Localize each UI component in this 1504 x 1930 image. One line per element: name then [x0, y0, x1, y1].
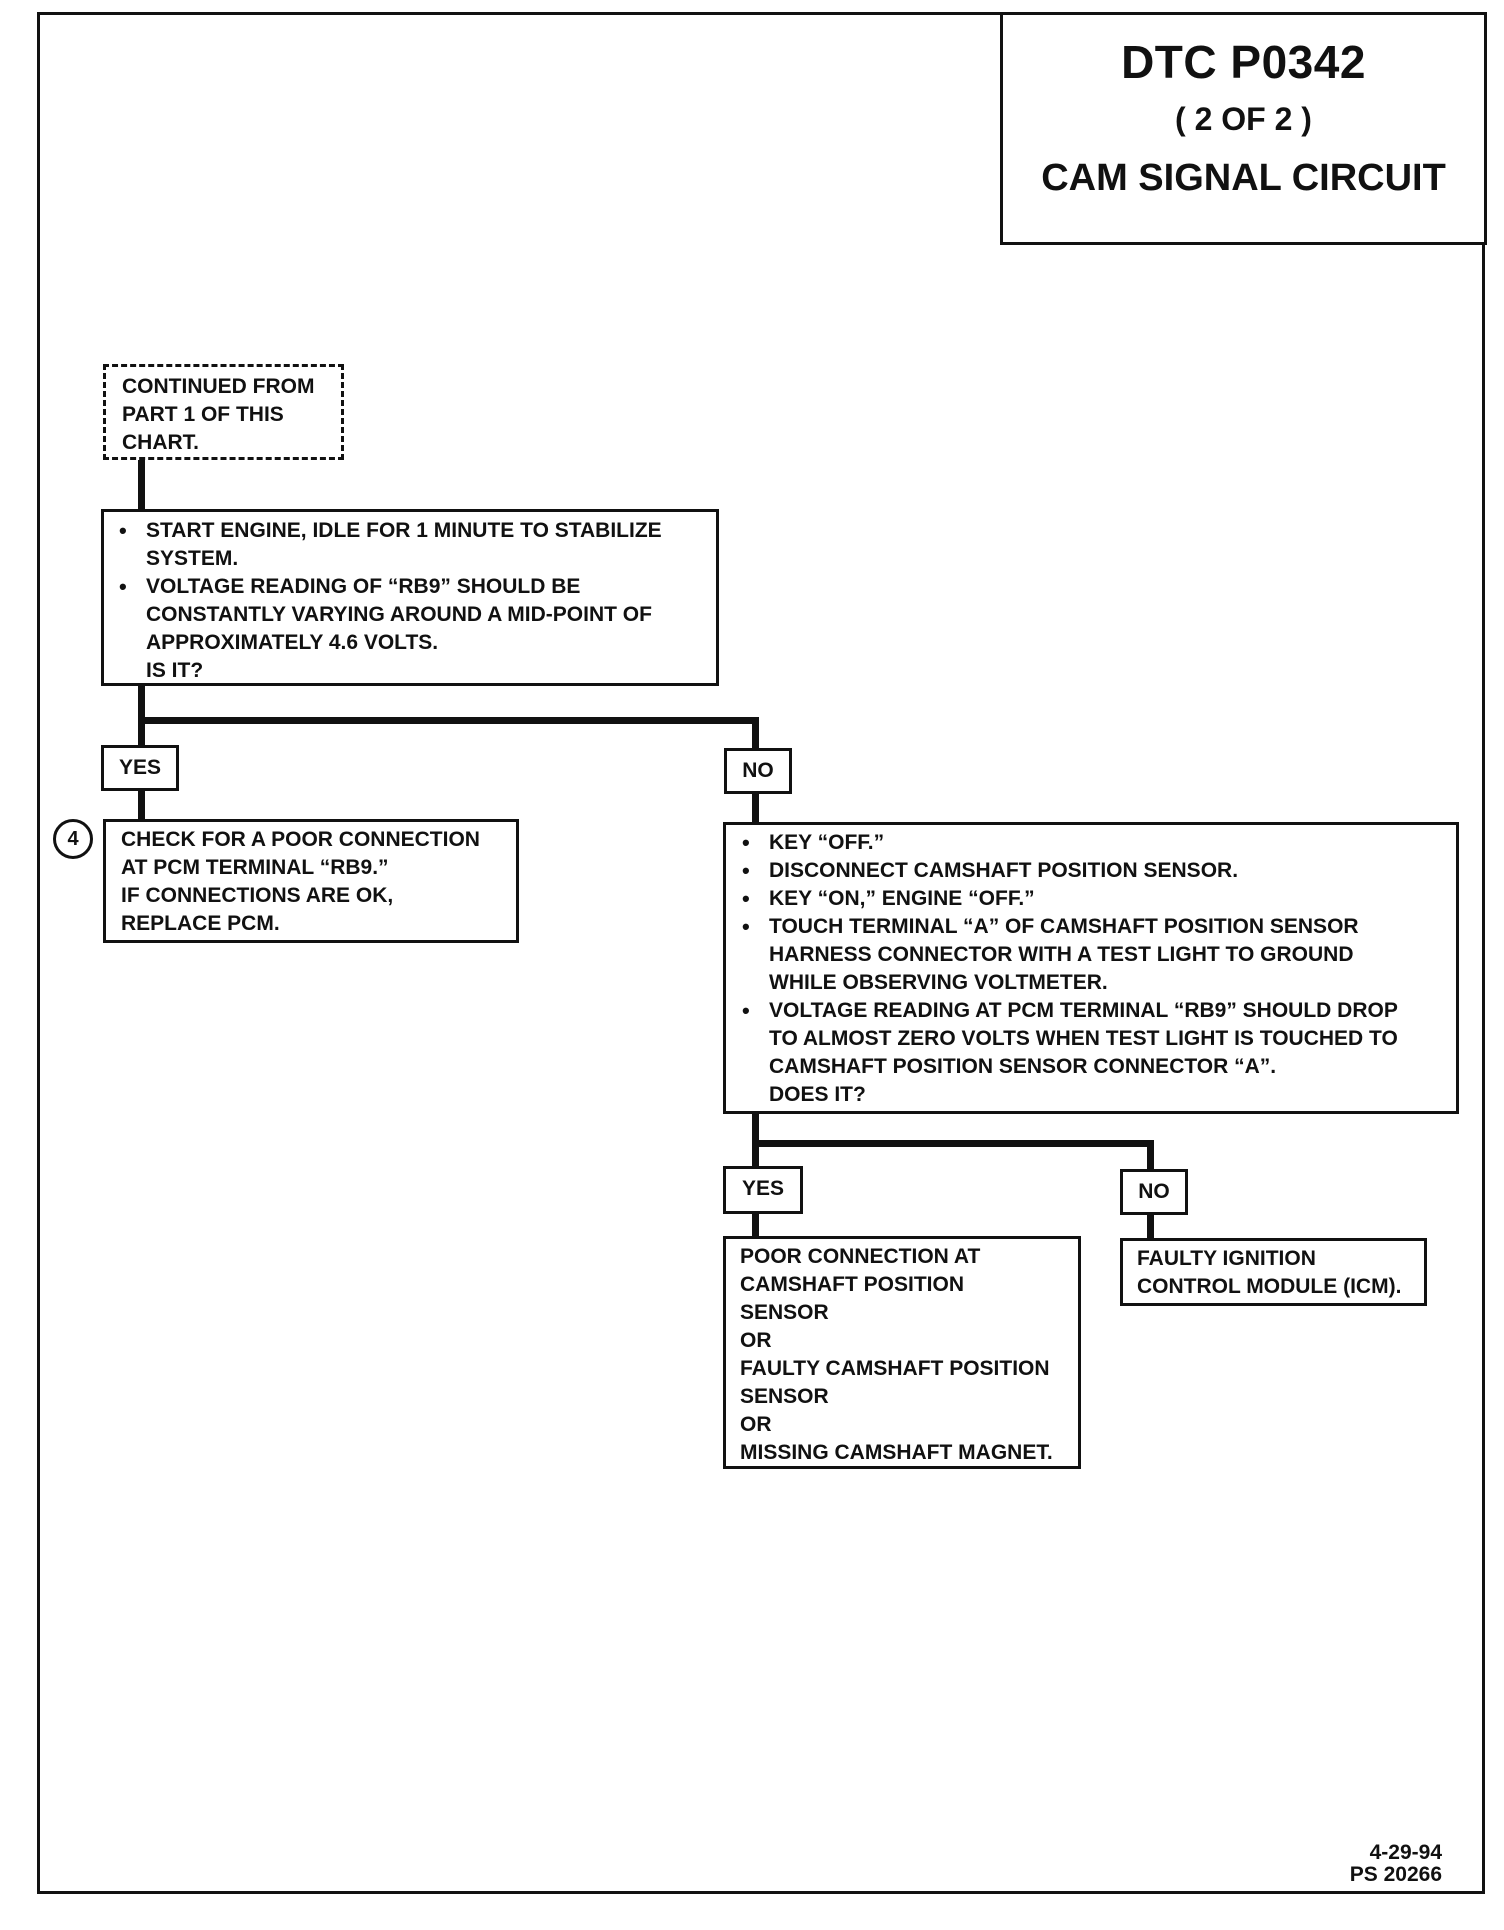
step-number-badge: 4 — [53, 819, 93, 859]
step2-bullet: KEY “ON,” ENGINE “OFF.” — [735, 885, 1450, 913]
yes-result2-line: POOR CONNECTION AT — [740, 1245, 981, 1268]
step1-box: START ENGINE, IDLE FOR 1 MINUTE TO STABI… — [101, 509, 719, 686]
chart-title: DTC P0342 — [1121, 36, 1366, 88]
yes-result2-line: CAMSHAFT POSITION — [740, 1273, 964, 1296]
connector-line — [1147, 1215, 1154, 1239]
no-label-2: NO — [1120, 1169, 1188, 1215]
footer-code: PS 20266 — [1349, 1863, 1442, 1886]
step2-bullet: TOUCH TERMINAL “A” OF CAMSHAFT POSITION … — [735, 913, 1450, 997]
yes-label-2: YES — [723, 1166, 803, 1214]
connector-line — [138, 686, 145, 746]
step2-bullet: DISCONNECT CAMSHAFT POSITION SENSOR. — [735, 857, 1450, 885]
continued-line: CONTINUED FROM — [122, 375, 315, 398]
yes-result2-line: FAULTY CAMSHAFT POSITION — [740, 1357, 1050, 1380]
step2-bullet: KEY “OFF.” — [735, 829, 1450, 857]
yes-result2-line: SENSOR — [740, 1385, 829, 1408]
connector-line — [752, 1214, 759, 1237]
no-result2-line: FAULTY IGNITION — [1137, 1247, 1316, 1270]
yes-result-line: IF CONNECTIONS ARE OK, — [121, 884, 394, 907]
page-border-top — [37, 12, 1001, 15]
step1-bullet: START ENGINE, IDLE FOR 1 MINUTE TO STABI… — [112, 517, 708, 573]
step2-box: KEY “OFF.” DISCONNECT CAMSHAFT POSITION … — [723, 822, 1459, 1114]
connector-line — [138, 460, 145, 510]
yes-label: YES — [101, 745, 179, 791]
footer-date: 4-29-94 — [1369, 1841, 1442, 1864]
step2-question: DOES IT? — [769, 1083, 866, 1106]
connector-line — [752, 794, 759, 822]
no-result2-line: CONTROL MODULE (ICM). — [1137, 1275, 1402, 1298]
continued-line: CHART. — [122, 431, 199, 454]
yes-result2-line: OR — [740, 1413, 772, 1436]
step2-bullet: VOLTAGE READING AT PCM TERMINAL “RB9” SH… — [735, 997, 1450, 1081]
connector-line — [752, 717, 759, 749]
no-label: NO — [724, 748, 792, 794]
page-border — [37, 12, 1485, 1894]
yes-result-line: REPLACE PCM. — [121, 912, 280, 935]
yes-result-box: CHECK FOR A POOR CONNECTION AT PCM TERMI… — [103, 819, 519, 943]
continued-line: PART 1 OF THIS — [122, 403, 284, 426]
yes-result2-line: OR — [740, 1329, 772, 1352]
step1-bullet: VOLTAGE READING OF “RB9” SHOULD BE CONST… — [112, 573, 708, 657]
connector-line — [138, 717, 759, 724]
connector-line — [752, 1140, 1154, 1147]
yes-result-line: AT PCM TERMINAL “RB9.” — [121, 856, 389, 879]
yes-result2-line: MISSING CAMSHAFT MAGNET. — [740, 1441, 1053, 1464]
footer-stamp: 4-29-94 PS 20266 — [1350, 1842, 1442, 1886]
connector-line — [1147, 1140, 1154, 1171]
yes-result2-line: SENSOR — [740, 1301, 829, 1324]
connector-line — [138, 791, 145, 819]
yes-result2-box: POOR CONNECTION AT CAMSHAFT POSITION SEN… — [723, 1236, 1081, 1469]
continued-from-box: CONTINUED FROM PART 1 OF THIS CHART. — [103, 364, 344, 460]
no-result2-box: FAULTY IGNITION CONTROL MODULE (ICM). — [1120, 1238, 1427, 1306]
chart-part: ( 2 OF 2 ) — [1175, 101, 1312, 137]
yes-result-line: CHECK FOR A POOR CONNECTION — [121, 828, 480, 851]
step1-question: IS IT? — [146, 659, 204, 682]
chart-subtitle: CAM SIGNAL CIRCUIT — [1041, 157, 1446, 199]
title-block: DTC P0342 ( 2 OF 2 ) CAM SIGNAL CIRCUIT — [1000, 12, 1487, 245]
